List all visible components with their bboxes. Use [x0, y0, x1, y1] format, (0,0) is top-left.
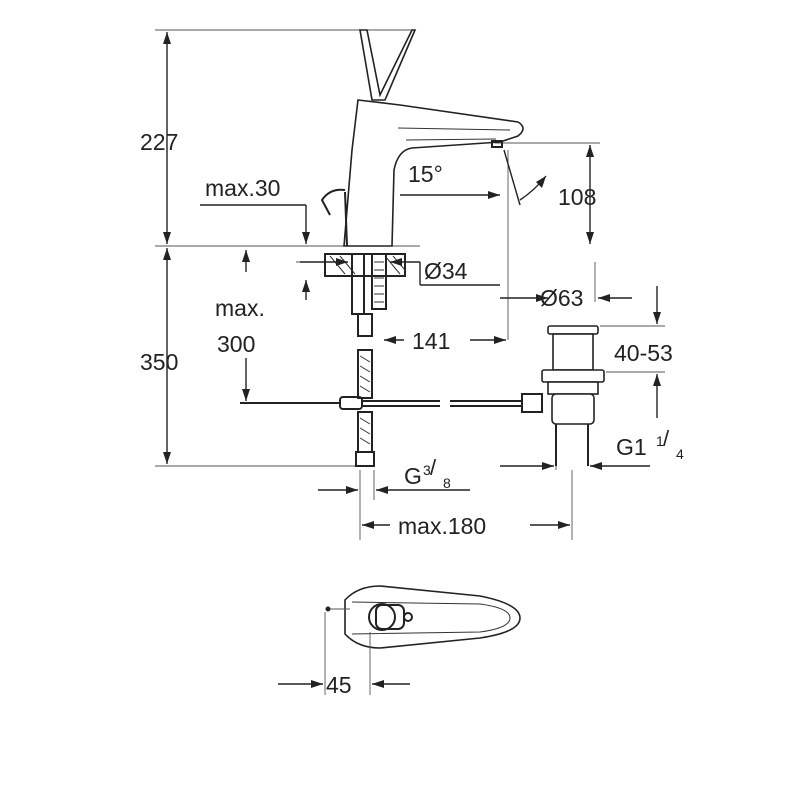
- dim-108: 108: [558, 145, 596, 244]
- dim-15-degree: 15°: [400, 149, 547, 206]
- mounting-assembly: [324, 253, 406, 467]
- dim-350: 350: [140, 248, 178, 464]
- dim-227: 227: [140, 32, 178, 244]
- dim-g1-1-4: G1 1 / 4: [500, 426, 684, 470]
- dim-g3-num: 3: [423, 462, 431, 478]
- dim-d63-label: Ø63: [540, 285, 583, 311]
- waste-assembly: [541, 325, 605, 466]
- dim-d34-label: Ø34: [424, 258, 468, 284]
- dim-max30: max.30: [200, 175, 325, 300]
- dim-d63: Ø63: [500, 285, 632, 311]
- dim-g3-den: 8: [443, 475, 451, 491]
- linkage: [240, 393, 543, 413]
- dim-141: 141: [384, 328, 506, 354]
- dim-d34: Ø34: [300, 258, 500, 286]
- extension-lines: [359, 150, 665, 540]
- dim-max300-line2: 300: [217, 331, 255, 357]
- dim-45-label: 45: [326, 672, 352, 698]
- dim-45: 45: [278, 672, 410, 698]
- dim-108-label: 108: [558, 184, 596, 210]
- dim-40-53: 40-53: [614, 286, 673, 418]
- dim-g3-slash: /: [430, 455, 437, 480]
- dim-max30-label: max.30: [205, 175, 280, 201]
- top-view: [324, 585, 521, 695]
- dim-max180: max.180: [362, 513, 570, 539]
- faucet-body: [320, 29, 524, 247]
- dim-g1-num: 1: [656, 433, 664, 449]
- dim-40-53-label: 40-53: [614, 340, 673, 366]
- dim-350-label: 350: [140, 349, 178, 375]
- dim-max180-label: max.180: [398, 513, 486, 539]
- dim-g1-den: 4: [676, 446, 684, 462]
- dim-15-label: 15°: [408, 161, 443, 187]
- dim-g1-base: G1: [616, 434, 647, 460]
- dim-141-label: 141: [412, 328, 450, 354]
- dim-g3-8: G 3 / 8: [318, 455, 470, 494]
- dim-max300: max. 300: [215, 250, 265, 401]
- dim-g3-base: G: [404, 463, 422, 489]
- dim-max300-line1: max.: [215, 295, 265, 321]
- dim-g1-slash: /: [663, 426, 670, 451]
- dim-227-label: 227: [140, 129, 178, 155]
